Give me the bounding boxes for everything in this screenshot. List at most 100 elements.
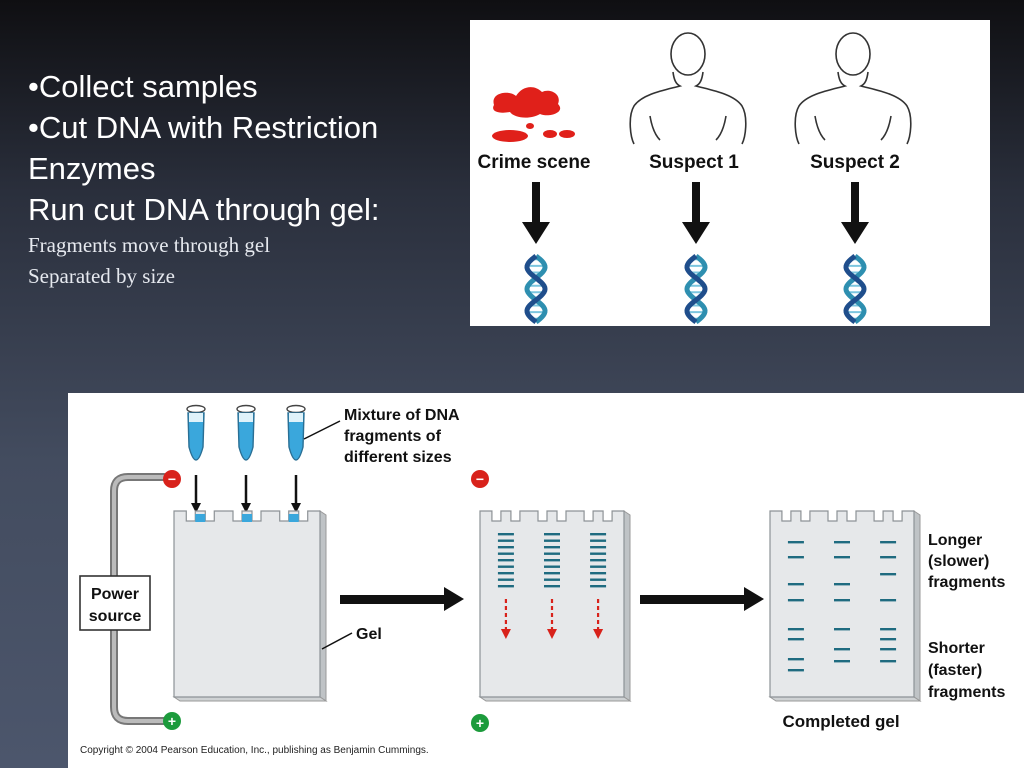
dna-band [590,546,607,549]
dna-band [787,669,804,672]
dna-band [590,533,607,536]
down-arrow-icon [682,182,710,244]
dna-band [787,658,804,661]
bullet-collect-samples: •Collect samples [28,69,258,104]
dna-band [590,572,607,575]
sub-bullet-separated-size: Separated by size [28,264,175,288]
dna-band [880,628,897,631]
dna-band [787,583,804,586]
dna-band [880,556,897,559]
migration-arrow-icon [593,599,604,639]
test-tube-icon [186,404,206,461]
copyright-text: Copyright © 2004 Pearson Education, Inc.… [80,745,429,756]
dna-band [590,539,607,542]
power-source-box [79,575,151,631]
loaded-sample-well [242,514,252,522]
dna-band [787,628,804,631]
suspect-2-silhouette-icon [794,32,912,145]
mixture-label-line3: different sizes [344,449,452,466]
svg-text:+: + [168,713,176,729]
bullet-run-gel: Run cut DNA through gel: [28,192,380,227]
dna-band [544,578,560,581]
dna-helix-icon [524,254,548,324]
dna-band [880,573,897,576]
dna-band [834,660,850,663]
dna-band [880,660,897,663]
down-arrow-icon [841,182,869,244]
dna-helix-icon [843,254,867,324]
bullet-cut-dna-continued: Enzymes [28,151,156,186]
dna-band [787,541,804,544]
loaded-sample-well [288,514,299,522]
dna-band [787,556,804,559]
suspect-1-label: Suspect 1 [649,152,739,173]
dna-band [880,599,897,602]
dna-band [497,552,514,555]
gel-slab-loading [172,510,328,702]
dna-band [834,541,850,544]
suspect-2-label: Suspect 2 [810,152,900,173]
test-tube-icon [236,404,256,461]
dna-band [544,572,560,575]
down-arrow-icon [241,475,251,513]
dna-band [544,539,560,542]
dna-band [834,648,850,651]
dna-band [834,628,850,631]
dna-band [497,565,514,568]
right-arrow-icon [640,587,764,611]
svg-text:−: − [476,471,484,487]
negative-electrode-icon: − [471,470,489,488]
svg-text:−: − [168,471,176,487]
dna-band [497,546,514,549]
dna-band [544,552,560,555]
mixture-label-line2: fragments of [344,428,442,445]
completed-gel-label: Completed gel [782,712,899,731]
dna-band [590,552,607,555]
migration-arrow-icon [547,599,557,639]
dna-band [590,585,607,588]
negative-electrode-icon: − [163,470,181,488]
gel-electrophoresis-diagram: Power source − + − + Mixture of DNA frag… [68,393,1024,768]
loaded-sample-well [195,514,206,522]
dna-band [544,565,560,568]
dna-band [497,572,514,575]
dna-samples-diagram: Crime scene Suspect 1 Suspect 2 [470,20,990,326]
dna-band [880,648,897,651]
dna-band [787,638,804,641]
positive-electrode-icon: + [471,714,489,732]
power-source-label-line1: Power [91,586,139,603]
shorter-fragments-label-line1: Shorter [928,640,985,657]
bullet-list: •Collect samples •Cut DNA with Restricti… [28,66,468,292]
crime-scene-label: Crime scene [477,152,590,173]
dna-band [497,585,514,588]
dna-helix-icon [684,254,708,324]
dna-band [497,559,514,562]
dna-band [880,541,897,544]
shorter-fragments-label-line2: (faster) [928,662,982,679]
down-arrow-icon [291,475,301,513]
gel-label: Gel [356,626,382,643]
dna-band [544,546,560,549]
dna-band [834,599,850,602]
dna-band [544,559,560,562]
sub-bullet-fragments-move: Fragments move through gel [28,233,271,257]
dna-band [880,638,897,641]
dna-band [590,565,607,568]
right-arrow-icon [340,587,464,611]
power-source-label-line2: source [89,608,142,625]
longer-fragments-label-line3: fragments [928,574,1005,591]
longer-fragments-label-line2: (slower) [928,553,989,570]
blood-stain-icon [492,87,575,142]
down-arrow-icon [522,182,550,244]
dna-band [787,599,804,602]
mixture-label-line1: Mixture of DNA [344,407,460,424]
migration-arrow-icon [500,599,511,639]
bullet-cut-dna: •Cut DNA with Restriction [28,110,379,145]
dna-band [834,556,850,559]
dna-band [590,559,607,562]
dna-band [497,539,514,542]
positive-electrode-icon: + [163,712,181,730]
dna-band [544,533,560,536]
shorter-fragments-label-line3: fragments [928,684,1005,701]
dna-band [544,585,560,588]
